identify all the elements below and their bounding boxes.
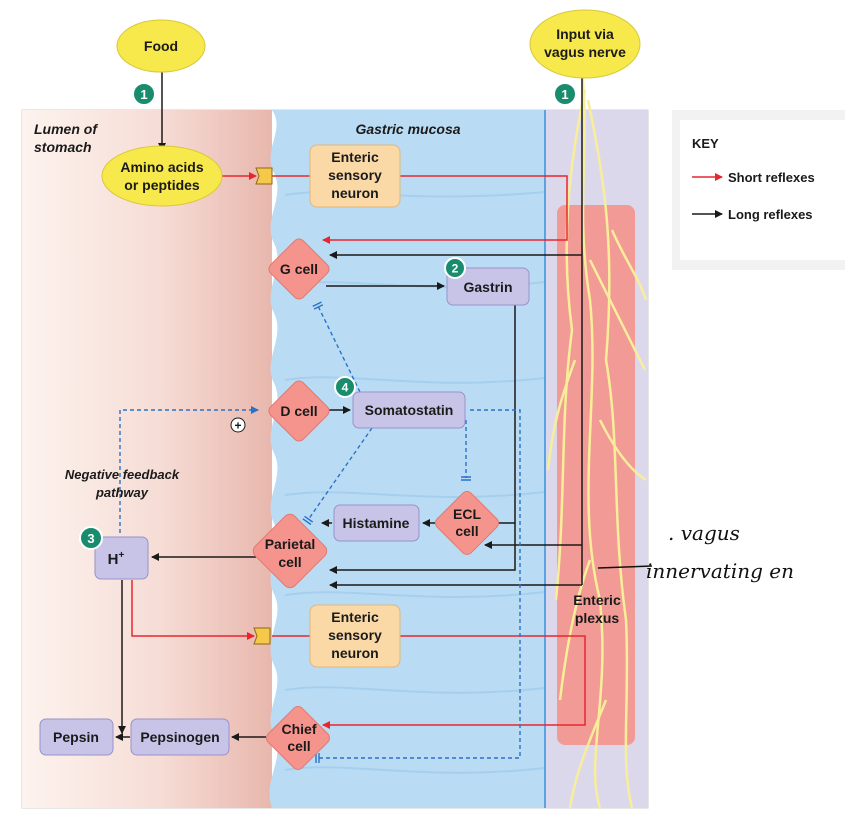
ecl-cell-node: ECL cell bbox=[435, 491, 499, 555]
pepsin-label: Pepsin bbox=[53, 729, 99, 745]
parietal-cell-node: Parietal cell bbox=[252, 513, 328, 589]
sensory1-line1: Enteric bbox=[331, 149, 379, 165]
negative-feedback-label: Negative feedback pathway bbox=[65, 467, 180, 500]
key-title: KEY bbox=[692, 136, 719, 151]
mucosa-label: Gastric mucosa bbox=[355, 121, 460, 137]
sensory1-line3: neuron bbox=[331, 185, 378, 201]
g-cell-label: G cell bbox=[280, 261, 318, 277]
svg-text:1: 1 bbox=[140, 87, 147, 102]
vagus-label-line1: Input via bbox=[556, 26, 614, 42]
svg-text:2: 2 bbox=[452, 262, 459, 276]
badge-somatostatin: 4 bbox=[334, 376, 356, 398]
svg-text:3: 3 bbox=[87, 531, 94, 546]
lumen-label-line1: Lumen of bbox=[34, 121, 98, 137]
amino-label-line1: Amino acids bbox=[120, 159, 203, 175]
food-label: Food bbox=[144, 38, 178, 54]
sensory1-line2: sensory bbox=[328, 167, 382, 183]
feedback-label-line2: pathway bbox=[95, 485, 149, 500]
receptor-2 bbox=[253, 627, 271, 645]
vagus-nerve-fibers bbox=[546, 69, 648, 809]
svg-text:4: 4 bbox=[342, 381, 349, 395]
stimulation-plus-icon: + bbox=[230, 417, 246, 433]
badge-food: 1 bbox=[132, 82, 156, 106]
lumen-region bbox=[22, 110, 272, 808]
ecl-label-line2: cell bbox=[455, 523, 478, 539]
sensory2-line2: sensory bbox=[328, 627, 382, 643]
key-long-label: Long reflexes bbox=[728, 207, 813, 222]
ecl-label-line1: ECL bbox=[453, 506, 481, 522]
badge-vagus: 1 bbox=[553, 82, 577, 106]
pepsin-node: Pepsin bbox=[39, 718, 114, 756]
histamine-label: Histamine bbox=[343, 515, 410, 531]
chief-label-line1: Chief bbox=[282, 721, 317, 737]
plexus-label-line2: plexus bbox=[575, 610, 620, 626]
enteric-sensory-neuron-1: Enteric sensory neuron bbox=[309, 144, 401, 208]
annotation-line1: . vagus bbox=[668, 521, 740, 545]
connectors bbox=[115, 72, 586, 763]
vagus-label-line2: vagus nerve bbox=[544, 44, 626, 60]
parietal-label-line1: Parietal bbox=[265, 536, 316, 552]
parietal-label-line2: cell bbox=[278, 554, 301, 570]
svg-text:1: 1 bbox=[561, 87, 568, 102]
badge-gastrin: 2 bbox=[444, 257, 466, 279]
h-plus-label: H+ bbox=[108, 550, 125, 568]
handwritten-annotation: . vagus innervating en bbox=[597, 521, 794, 583]
h-plus-node: H+ bbox=[94, 536, 149, 580]
gastrin-label: Gastrin bbox=[463, 279, 512, 295]
enteric-sensory-neuron-2: Enteric sensory neuron bbox=[309, 604, 401, 668]
pepsinogen-node: Pepsinogen bbox=[130, 718, 230, 756]
histamine-node: Histamine bbox=[333, 504, 420, 542]
sensory2-line1: Enteric bbox=[331, 609, 379, 625]
chief-cell-node: Chief cell bbox=[266, 706, 330, 770]
food-input: Food bbox=[116, 19, 206, 73]
pepsinogen-label: Pepsinogen bbox=[140, 729, 219, 745]
mucosa-region bbox=[269, 110, 545, 808]
key-panel: KEY Short reflexes Long reflexes bbox=[672, 110, 845, 270]
annotation-line2: innervating en bbox=[646, 559, 794, 583]
g-cell-node: G cell bbox=[268, 238, 330, 300]
gastrin-node: Gastrin bbox=[446, 267, 530, 306]
key-short-label: Short reflexes bbox=[728, 170, 815, 185]
d-cell-label: D cell bbox=[280, 403, 317, 419]
receptor-1 bbox=[255, 167, 273, 185]
somatostatin-node: Somatostatin bbox=[352, 391, 466, 429]
chief-label-line2: cell bbox=[287, 738, 310, 754]
plexus-label-line1: Enteric bbox=[573, 592, 621, 608]
somatostatin-label: Somatostatin bbox=[365, 402, 454, 418]
amino-acids-node: Amino acids or peptides bbox=[101, 145, 223, 207]
amino-label-line2: or peptides bbox=[124, 177, 200, 193]
svg-text:+: + bbox=[234, 419, 241, 433]
d-cell-node: D cell bbox=[268, 380, 330, 442]
badge-h-plus: 3 bbox=[79, 526, 103, 550]
sensory2-line3: neuron bbox=[331, 645, 378, 661]
vagus-input: Input via vagus nerve bbox=[529, 9, 641, 79]
feedback-label-line1: Negative feedback bbox=[65, 467, 180, 482]
lumen-label-line2: stomach bbox=[34, 139, 92, 155]
